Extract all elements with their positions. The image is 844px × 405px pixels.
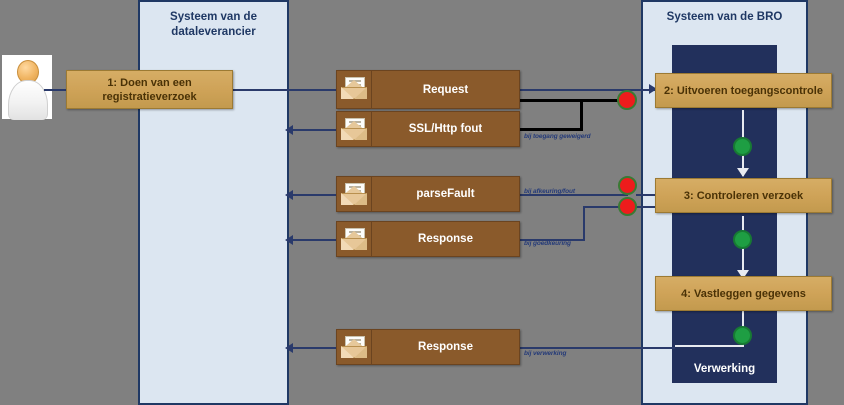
connector-goedkeuring-v <box>583 206 585 241</box>
message-parsefault[interactable]: parseFault <box>336 176 520 212</box>
event-error-toegang <box>617 90 637 110</box>
message-request-top[interactable]: Request <box>336 70 520 109</box>
connector-request-to-task2 <box>520 89 657 91</box>
arrow-response-mid-left <box>285 235 293 245</box>
message-ssl-http-fout[interactable]: SSL/Http fout <box>336 111 520 147</box>
message-request-top-label: Request <box>422 83 469 96</box>
message-response-mid-label: Response <box>418 233 473 245</box>
connector-goedkeuring-stub <box>636 206 658 208</box>
lane-dataleverancier: Systeem van de dataleverancier <box>138 0 289 405</box>
message-response-bottom-label: Response <box>418 341 473 353</box>
annotation-afkeuring-fout: bij afkeuring/fout <box>524 188 575 195</box>
task-2-uitvoeren-toegangscontrole[interactable]: 2: Uitvoeren toegangscontrole <box>655 73 832 108</box>
message-parsefault-label: parseFault <box>416 188 475 200</box>
connector-parsefault-to-lane <box>292 194 336 196</box>
connector-response-bottom-to-lane <box>292 347 336 349</box>
connector-response-mid-to-lane <box>292 239 336 241</box>
annotation-verwerking: bij verwerking <box>524 350 567 357</box>
task-4-vastleggen-gegevens[interactable]: 4: Vastleggen gegevens <box>655 276 832 311</box>
connector-afkeur-to-parsefault <box>520 194 628 196</box>
connector-toegang-error-h <box>520 99 630 102</box>
task-3-controleren-verzoek[interactable]: 3: Controleren verzoek <box>655 178 832 213</box>
annotation-goedkeuring: bij goedkeuring <box>524 240 571 247</box>
arrow-request-to-task2 <box>649 84 657 94</box>
lane-bro-title: Systeem van de BRO <box>666 11 783 23</box>
connector-toegang-error-v <box>580 99 583 131</box>
task-1-label-line2: registratieverzoek <box>102 90 197 103</box>
connector-task1-to-request <box>232 89 336 91</box>
actor-body-icon <box>8 80 48 120</box>
lane-dataleverancier-title-line2: dataleverancier <box>171 26 256 38</box>
connector-toegang-error-h2 <box>520 128 582 131</box>
task-1-doen-registratieverzoek[interactable]: 1: Doen van een registratieverzoek <box>66 70 233 109</box>
envelope-icon <box>337 177 372 211</box>
arrow-sslfout-left <box>285 125 293 135</box>
task-4-label: 4: Vastleggen gegevens <box>681 287 806 300</box>
lane-dataleverancier-title-line1: Systeem van de <box>170 11 257 23</box>
envelope-icon <box>337 112 372 146</box>
connector-goedkeuring-h <box>583 206 631 208</box>
envelope-icon <box>337 71 372 108</box>
connector-verwerking-out <box>675 345 744 347</box>
arrow-task3-to-task4 <box>737 270 749 279</box>
event-error-afkeur <box>618 176 637 195</box>
annotation-toegang-geweigerd: bij toegang geweigerd <box>524 133 591 140</box>
arrow-response-bottom-left <box>285 343 293 353</box>
envelope-icon <box>337 330 372 364</box>
connector-actor-to-task1 <box>44 89 66 91</box>
envelope-icon <box>337 222 372 256</box>
message-response-mid[interactable]: Response <box>336 221 520 257</box>
event-ok-1 <box>733 137 752 156</box>
event-ok-2 <box>733 230 752 249</box>
arrow-task2-to-task3 <box>737 168 749 177</box>
connector-verwerking-to-response <box>520 347 675 349</box>
message-response-bottom[interactable]: Response <box>336 329 520 365</box>
connector-goedkeuring-h2 <box>520 239 585 241</box>
process-band-label: Verwerking <box>693 363 756 375</box>
event-error-goedkeuring <box>618 197 637 216</box>
arrow-parsefault-left <box>285 190 293 200</box>
actor-dataleverancier <box>2 55 52 120</box>
connector-sslfout-to-lane <box>292 129 336 131</box>
message-ssl-http-fout-label: SSL/Http fout <box>408 123 483 135</box>
task-1-label-line1: 1: Doen van een <box>107 76 192 89</box>
event-ok-3 <box>733 326 752 345</box>
connector-afkeur-stub <box>636 194 658 196</box>
task-3-label: 3: Controleren verzoek <box>683 189 804 202</box>
task-2-label: 2: Uitvoeren toegangscontrole <box>664 84 823 97</box>
